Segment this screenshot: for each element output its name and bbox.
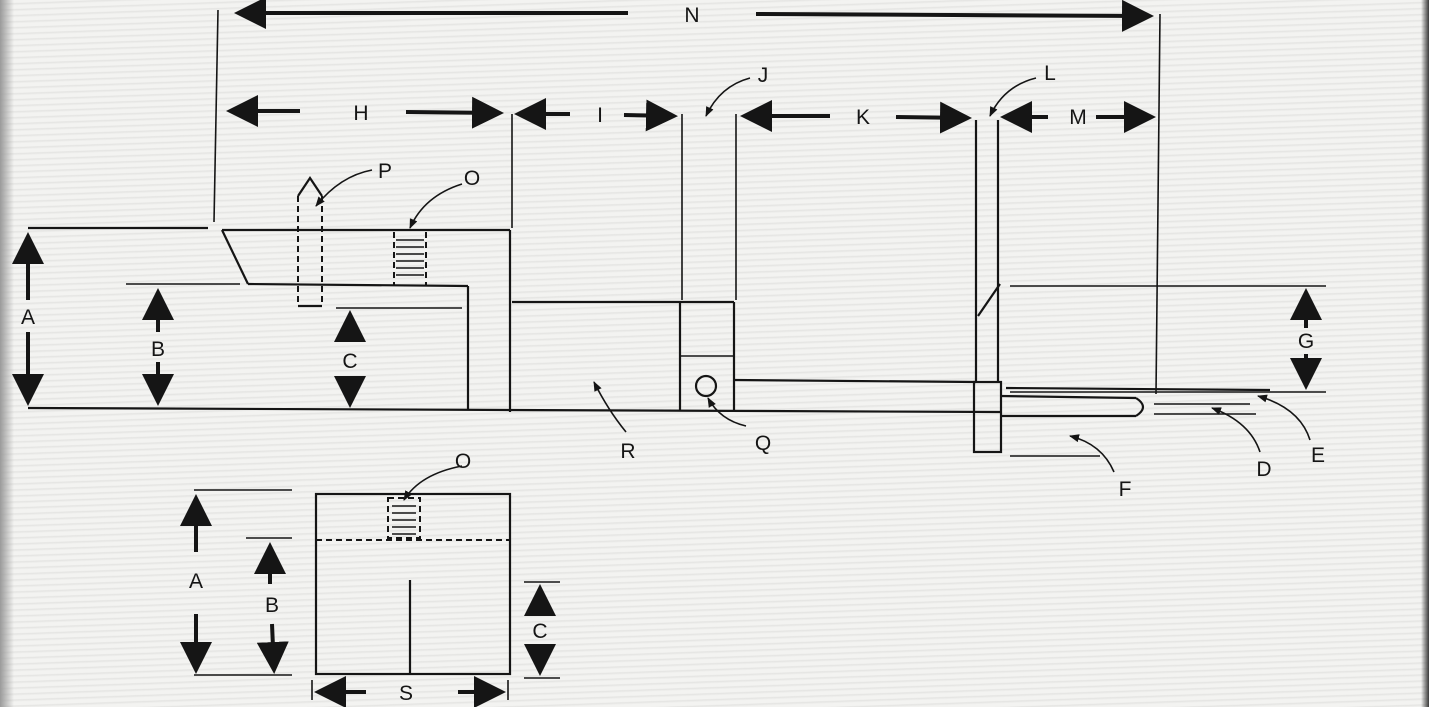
pivot-pin-circle: [694, 374, 718, 398]
front-sight-block: [972, 120, 1003, 454]
dimension-arrows: [12, 0, 1322, 408]
label-e: E: [1311, 444, 1325, 467]
label-j: J: [758, 64, 769, 87]
label-o-side: O: [464, 167, 480, 190]
label-s: S: [399, 682, 413, 705]
end-view: [180, 465, 560, 707]
pin-p: [297, 176, 323, 308]
page-edge-shadow-left: [0, 0, 14, 707]
label-l: L: [1044, 62, 1056, 85]
leader-arrow-o-end: [403, 465, 463, 501]
end-view-outline: [314, 492, 512, 676]
barrel: [733, 378, 1271, 418]
spring-o-end: [387, 497, 421, 539]
fore-end-block: [512, 300, 736, 412]
label-h: H: [353, 102, 368, 125]
label-k: K: [856, 106, 870, 129]
label-c-side: C: [342, 350, 357, 373]
label-b-side: B: [151, 338, 165, 361]
label-o-end: O: [455, 450, 471, 473]
label-i: I: [597, 104, 603, 127]
leader-arrows: [315, 77, 1311, 473]
end-view-dimensions: [180, 494, 556, 707]
label-d: D: [1256, 458, 1271, 481]
labels: N H I J K L M P O A B C G R Q F D E O A …: [21, 4, 1325, 705]
label-f: F: [1119, 478, 1132, 501]
stock-body: [27, 226, 1001, 414]
page-edge-shadow-right: [1421, 0, 1429, 707]
label-q: Q: [755, 432, 771, 455]
label-r: R: [620, 440, 635, 463]
label-a-side: A: [21, 306, 35, 329]
label-g: G: [1298, 330, 1314, 353]
side-view: [12, 0, 1326, 473]
label-c-end: C: [532, 620, 547, 643]
label-n: N: [684, 4, 699, 27]
spring-o-side: [393, 232, 427, 286]
label-p: P: [378, 160, 392, 183]
label-b-end: B: [265, 594, 279, 617]
extension-lines: [213, 9, 1326, 457]
label-a-end: A: [189, 570, 203, 593]
label-m: M: [1069, 106, 1087, 129]
